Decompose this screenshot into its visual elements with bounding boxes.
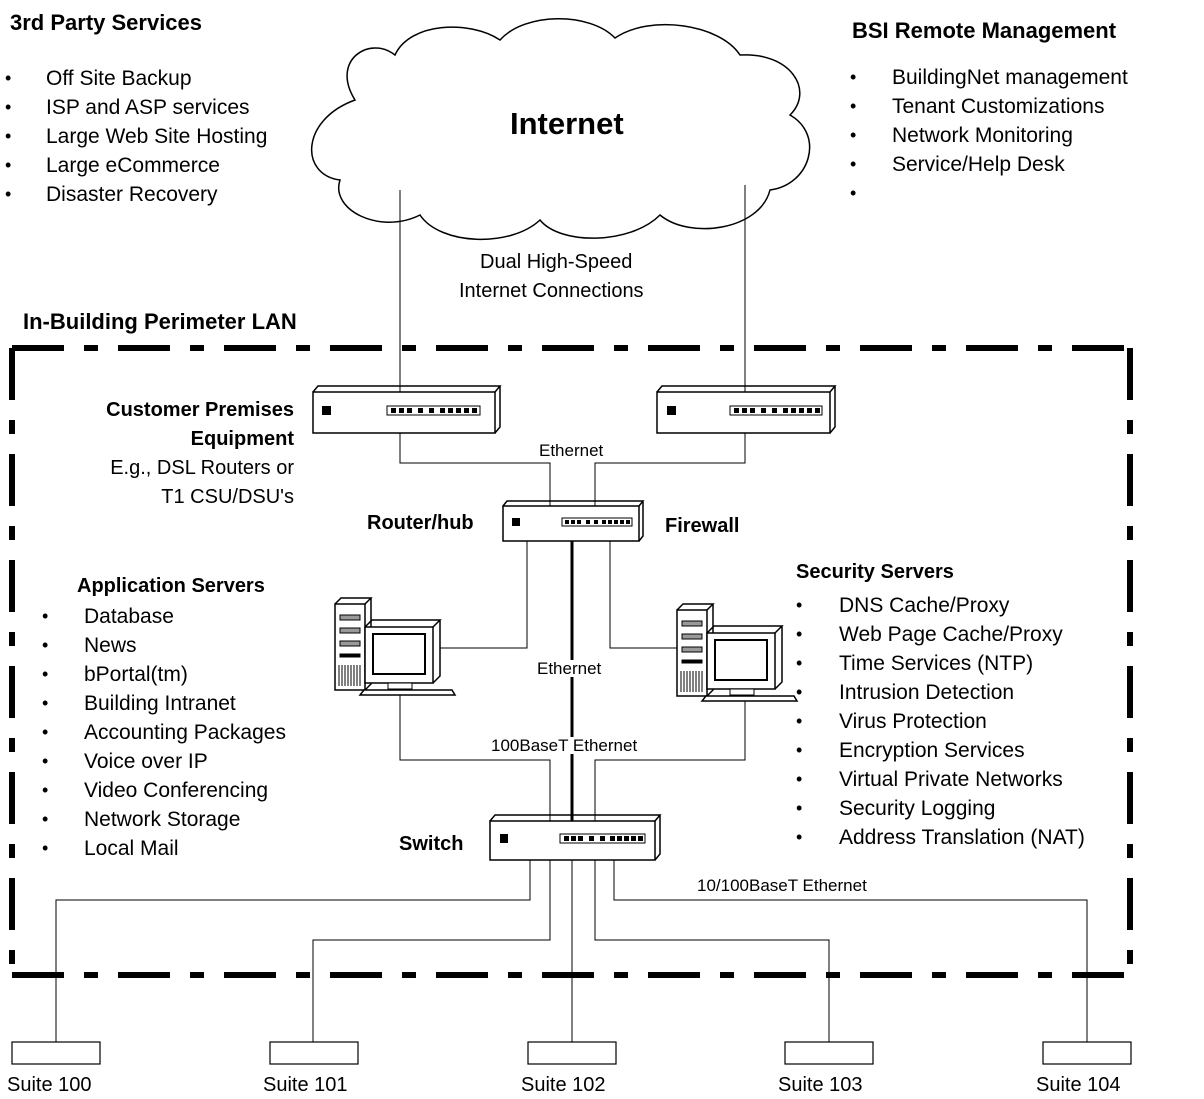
lan-title: In-Building Perimeter LAN: [23, 309, 297, 334]
bsi-title: BSI Remote Management: [852, 18, 1117, 43]
perimeter-lan-border: [9, 345, 1133, 978]
switch-label: Switch: [399, 833, 464, 855]
suite-101-box: [269, 1041, 359, 1065]
cpe-title-line2: Equipment: [190, 428, 294, 450]
internet-label: Internet: [510, 106, 624, 141]
security-server-computer: [676, 603, 799, 702]
router-label: Router/hub: [367, 512, 474, 534]
suite-103-label: Suite 103: [778, 1074, 863, 1096]
suite-104-box: [1042, 1041, 1132, 1065]
suite-103-box: [784, 1041, 874, 1065]
internet-cloud: [310, 18, 811, 241]
router-hub-device: [502, 500, 645, 542]
suite-102-label: Suite 102: [521, 1074, 606, 1096]
ethernet-10-100-label: 10/100BaseT Ethernet: [697, 876, 867, 895]
cpe-desc-line2: T1 CSU/DSU's: [161, 486, 294, 508]
suite-102-box: [527, 1041, 617, 1065]
cpe-desc-line1: E.g., DSL Routers or: [110, 457, 294, 479]
cpe-title-line1: Customer Premises: [106, 399, 294, 421]
ethernet-100-label: 100BaseT Ethernet: [491, 736, 638, 755]
security-servers-title: Security Servers: [796, 561, 954, 583]
suite-terminals: [11, 1041, 1132, 1065]
suite-100-box: [11, 1041, 101, 1065]
third-party-title: 3rd Party Services: [10, 10, 203, 35]
connection-lines: [55, 185, 1088, 1042]
connections-line2: Internet Connections: [459, 280, 644, 302]
ethernet-mid-label: Ethernet: [537, 659, 602, 678]
suite-104-label: Suite 104: [1036, 1074, 1121, 1096]
application-server-computer: [334, 597, 457, 696]
suite-101-label: Suite 101: [263, 1074, 348, 1096]
switch-device: [489, 814, 662, 861]
suite-100-label: Suite 100: [7, 1074, 92, 1096]
ethernet-top-label: Ethernet: [539, 441, 604, 460]
cpe-device-left: [312, 385, 502, 434]
cpe-device-right: [656, 385, 837, 434]
firewall-label: Firewall: [665, 515, 740, 537]
connections-line1: Dual High-Speed: [480, 251, 633, 273]
app-servers-title: Application Servers: [77, 575, 265, 597]
